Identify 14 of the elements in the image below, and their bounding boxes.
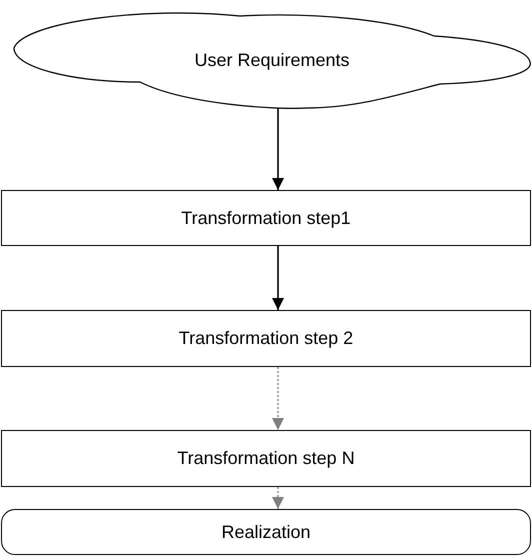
node-label: Realization bbox=[221, 522, 311, 542]
terminal-box bbox=[1, 509, 531, 555]
node-label: Transformation step1 bbox=[181, 208, 351, 228]
cloud-shape bbox=[14, 12, 530, 108]
node-label: Transformation step 2 bbox=[178, 328, 354, 349]
node-label: User Requirements bbox=[194, 50, 350, 70]
arrow bbox=[272, 487, 284, 509]
arrow bbox=[272, 108, 284, 190]
process-box bbox=[1, 190, 531, 246]
arrow bbox=[272, 246, 284, 310]
process-box bbox=[1, 310, 531, 367]
node-label: Transformation step N bbox=[177, 448, 355, 469]
arrow bbox=[272, 367, 284, 430]
process-box bbox=[1, 430, 531, 487]
